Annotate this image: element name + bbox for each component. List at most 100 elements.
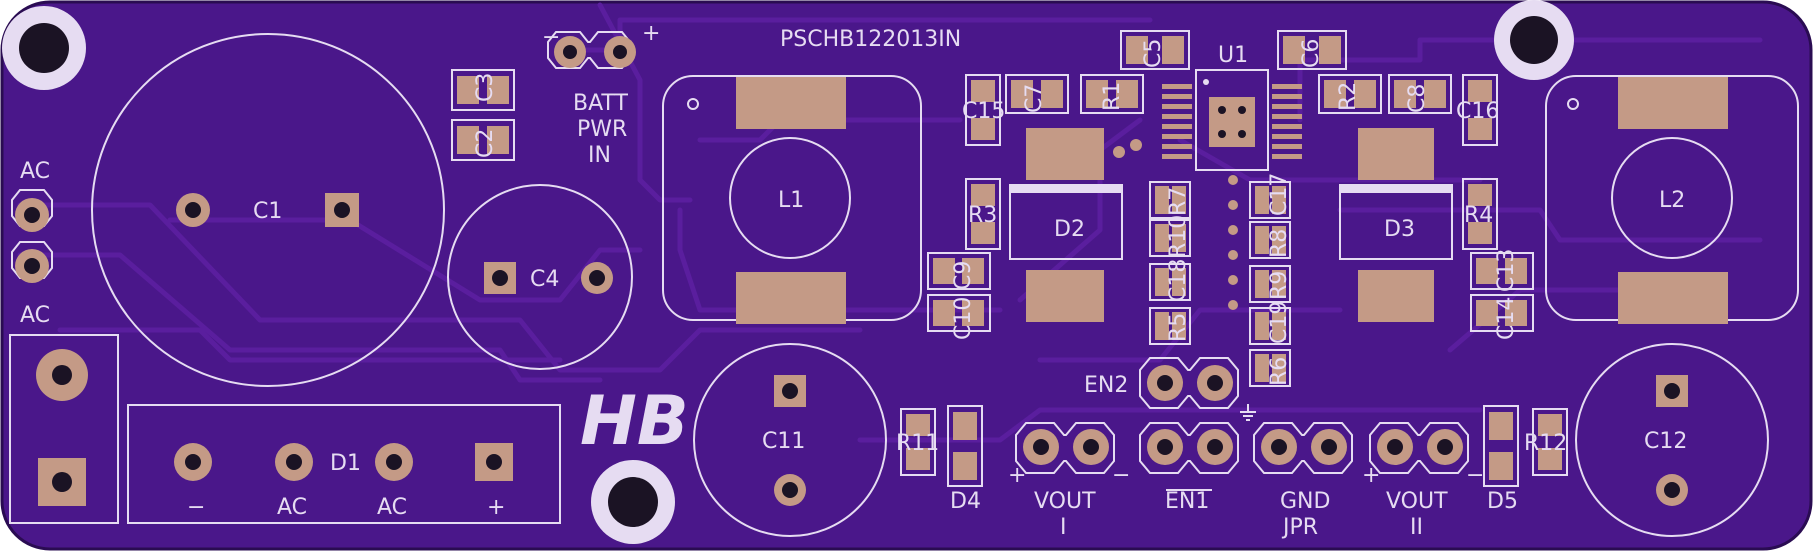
c8-label: C8 [1405, 84, 1430, 113]
resistor-r7 [1149, 181, 1191, 219]
c11-label: C11 [762, 429, 805, 454]
capacitor-c12 [1575, 343, 1769, 537]
capacitor-c7 [1005, 74, 1069, 114]
gnd-label: GND [1280, 489, 1330, 514]
c4-label: C4 [530, 267, 559, 292]
r1-label: R1 [1100, 82, 1125, 111]
r12-label: R12 [1524, 431, 1567, 456]
u1-label: U1 [1218, 43, 1248, 68]
capacitor-c13 [1470, 252, 1534, 290]
c14-label: C14 [1494, 297, 1519, 340]
mounting-hole-bottom [591, 460, 675, 544]
vout-2-numeral: II [1410, 515, 1423, 540]
resistor-r11 [900, 408, 936, 476]
en1-header [1139, 422, 1239, 474]
d1-ac1-label: AC [277, 495, 307, 520]
c16-label: C16 [1456, 99, 1499, 124]
c12-label: C12 [1644, 429, 1687, 454]
l2-label: L2 [1659, 188, 1685, 213]
gnd-jpr-header [1253, 422, 1353, 474]
d2-label: D2 [1054, 217, 1085, 242]
hb-logo: HB [580, 382, 689, 461]
ground-icon [1240, 404, 1256, 421]
svg-text:−: − [1112, 463, 1130, 488]
mounting-hole-top-left [2, 6, 86, 90]
r3-label: R3 [968, 203, 997, 228]
d3-label: D3 [1384, 217, 1415, 242]
r8-label: R8 [1267, 229, 1292, 258]
board-id-label: PSCHB122013IN [780, 27, 961, 52]
resistor-r8 [1249, 221, 1291, 259]
capacitor-c9 [927, 252, 991, 290]
d1-plus-label: + [487, 495, 505, 520]
ac-top-label: AC [20, 159, 50, 184]
resistor-r2 [1318, 74, 1382, 114]
resistor-r9 [1249, 265, 1291, 303]
ac-mid-label: AC [20, 303, 50, 328]
c19-label: C19 [1267, 301, 1292, 344]
diode-d2 [1009, 128, 1123, 322]
diode-d5 [1483, 405, 1519, 487]
resistor-r10 [1149, 219, 1191, 257]
svg-text:−: − [1466, 463, 1484, 488]
capacitor-c8 [1388, 74, 1452, 114]
c5-label: C5 [1141, 39, 1166, 68]
capacitor-c1 [91, 33, 445, 387]
resistor-r5 [1149, 307, 1191, 345]
svg-text:+: + [1362, 463, 1380, 488]
d1-label: D1 [330, 451, 361, 476]
c1-label: C1 [253, 199, 282, 224]
c17-label: C17 [1267, 173, 1292, 216]
mounting-hole-top-right [1494, 0, 1574, 80]
capacitor-c4 [447, 184, 633, 370]
capacitor-c14 [1470, 294, 1534, 332]
capacitor-c5 [1120, 30, 1190, 70]
capacitor-c15 [965, 74, 1001, 146]
r2-label: R2 [1336, 82, 1361, 111]
capacitor-c2 [451, 119, 515, 161]
r4-label: R4 [1464, 203, 1493, 228]
svg-text:HB: HB [580, 382, 689, 461]
ac-header [11, 189, 53, 283]
capacitor-c6 [1277, 30, 1347, 70]
c7-label: C7 [1022, 84, 1047, 113]
capacitor-c3 [451, 69, 515, 111]
r6-label: R6 [1267, 357, 1292, 386]
resistor-r4 [1462, 178, 1498, 250]
vout-2-label: VOUT [1386, 489, 1448, 514]
svg-text:+: + [642, 21, 660, 46]
bridge-rectifier-d1 [127, 404, 561, 524]
r5-label: R5 [1166, 313, 1191, 342]
en2-label: EN2 [1084, 373, 1128, 398]
r7-label: R7 [1166, 187, 1191, 216]
capacitor-c16 [1462, 74, 1498, 146]
pwr-label: PWR [577, 117, 627, 142]
c2-label: C2 [473, 129, 498, 158]
vias [1113, 139, 1238, 310]
vout-1-label: VOUT [1034, 489, 1096, 514]
inductor-l1 [662, 75, 922, 324]
diode-d4 [947, 405, 983, 487]
c15-label: C15 [962, 99, 1005, 124]
c18-label: C18 [1166, 259, 1191, 302]
d1-ac2-label: AC [377, 495, 407, 520]
capacitor-c11 [693, 343, 887, 537]
c3-label: C3 [473, 73, 498, 102]
svg-text:−: − [542, 25, 560, 50]
capacitor-c10 [927, 294, 991, 332]
vout-1-numeral: I [1060, 515, 1067, 540]
capacitor-c17 [1249, 181, 1291, 219]
vout-2-header: + − [1362, 422, 1484, 488]
vout-1-header: + − [1008, 422, 1130, 488]
svg-text:+: + [1008, 463, 1026, 488]
terminal-block [9, 334, 119, 524]
batt-label: BATT [573, 91, 628, 116]
r11-label: R11 [896, 431, 939, 456]
batt-pwr-header: − + [542, 21, 660, 69]
en1-label: EN1 [1165, 489, 1209, 514]
resistor-r12 [1532, 408, 1568, 476]
d4-label: D4 [950, 489, 981, 514]
resistor-r1 [1080, 74, 1144, 114]
en2-header [1139, 357, 1239, 409]
